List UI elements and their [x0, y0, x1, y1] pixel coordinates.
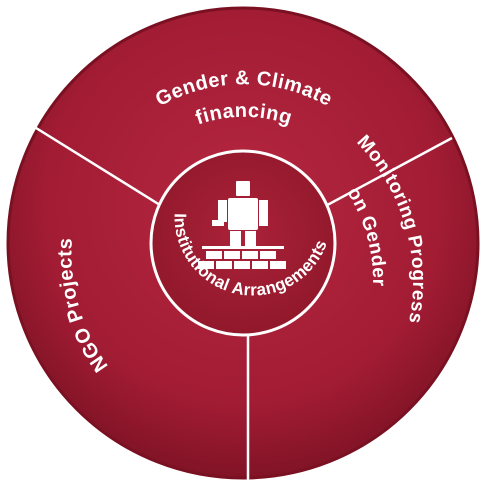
divider-right	[317, 136, 453, 212]
divider-left	[35, 126, 169, 212]
center-circle	[149, 149, 337, 337]
worker-building-brick-wall-icon	[198, 181, 286, 269]
